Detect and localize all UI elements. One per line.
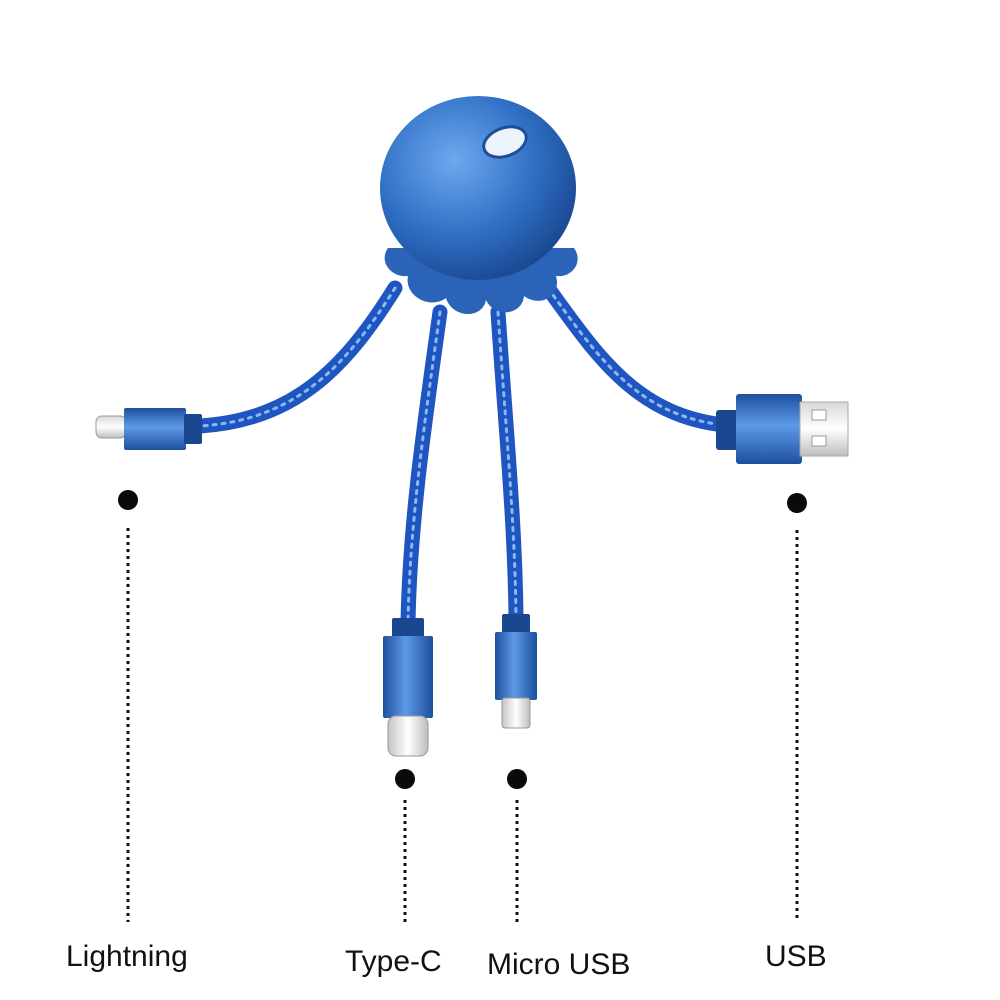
label-micro-usb: Micro USB	[487, 948, 631, 981]
callout-usb	[787, 493, 807, 922]
cables	[192, 280, 743, 630]
callout-micro-usb	[507, 769, 527, 922]
usb-pin-bottom	[811, 435, 827, 447]
callout-dot	[118, 490, 138, 510]
typec-connector	[383, 618, 433, 757]
label-type-c: Type-C	[345, 945, 442, 978]
label-usb: USB	[765, 940, 827, 973]
octopus-hub	[380, 96, 578, 315]
usb-connector	[716, 394, 849, 464]
callout-lightning	[118, 490, 138, 922]
octopus-head	[380, 96, 576, 280]
callout-dot	[787, 493, 807, 513]
micro-usb-collar	[502, 614, 530, 636]
micro-usb-connector	[495, 614, 537, 729]
lanyard-hole-icon	[482, 125, 528, 159]
usb-collar	[716, 410, 740, 450]
typec-cable	[400, 304, 448, 630]
lightning-housing	[124, 408, 186, 450]
usb-cable	[540, 280, 743, 434]
micro-usb-tip	[501, 697, 531, 729]
typec-tip	[387, 715, 429, 757]
lightning-cable-braid	[198, 286, 397, 428]
typec-housing	[383, 636, 433, 718]
callout-typec	[395, 769, 415, 922]
typec-collar	[392, 618, 424, 640]
lightning-tip	[95, 415, 127, 439]
typec-cable-braid	[406, 310, 442, 624]
usb-pin-top	[811, 409, 827, 421]
label-lightning: Lightning	[66, 940, 188, 973]
usb-housing	[736, 394, 802, 464]
lightning-cable	[192, 280, 403, 434]
lightning-collar	[184, 414, 202, 444]
lightning-connector	[95, 408, 202, 450]
micro-usb-cable-braid	[496, 310, 518, 620]
callout-dot	[395, 769, 415, 789]
usb-cable-braid	[546, 286, 737, 428]
callout-dot	[507, 769, 527, 789]
micro-usb-housing	[495, 632, 537, 700]
